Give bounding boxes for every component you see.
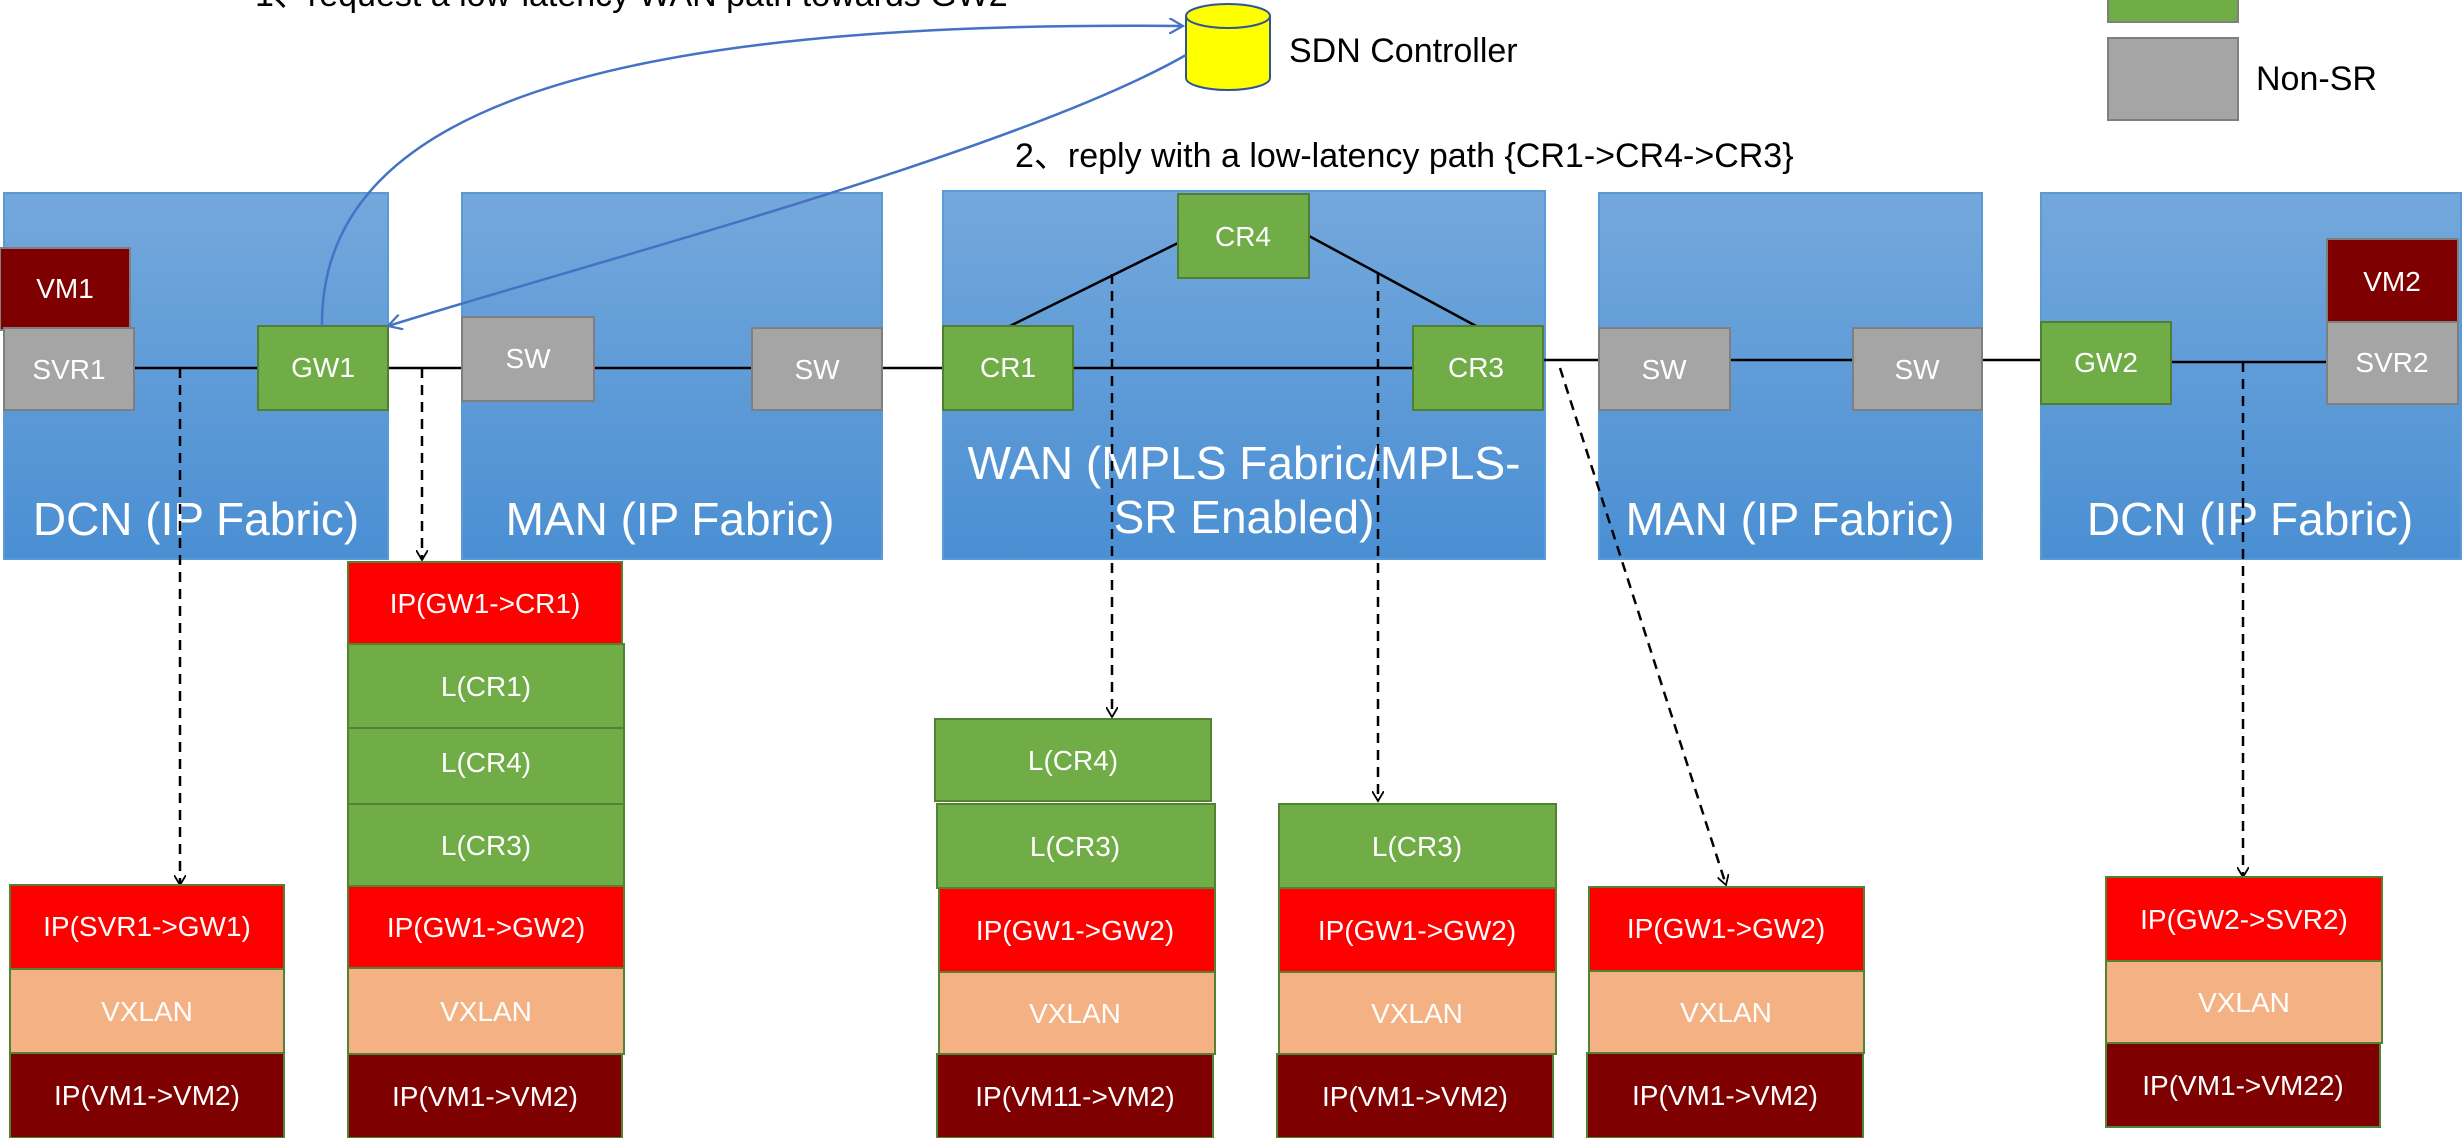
domain-label-dcn-left: DCN (IP Fabric) <box>33 493 359 545</box>
stack-layer: IP(GW1->GW2) <box>387 912 585 943</box>
node-svr1-label: SVR1 <box>32 354 105 385</box>
node-gw2: GW2 <box>2040 321 2172 405</box>
sdn-controller: SDN Controller <box>1185 3 1518 91</box>
request-annotation: 1、request a low-latency WAN path towards… <box>255 0 1008 14</box>
node-gw1: GW1 <box>257 325 389 411</box>
stack-layer: VXLAN <box>2198 987 2290 1018</box>
controller-label: SDN Controller <box>1289 32 1518 70</box>
stack-layer: VXLAN <box>1029 998 1121 1029</box>
packet-stack-3: L(CR4) L(CR3) IP(GW1->GW2) VXLAN IP(VM11… <box>934 718 1216 1138</box>
node-sw3: SW <box>1598 327 1731 411</box>
link-cr1-cr4 <box>1009 241 1179 328</box>
stack-layer: VXLAN <box>440 996 532 1027</box>
stack-layer: IP(VM1->VM2) <box>392 1081 578 1112</box>
node-cr1: CR1 <box>942 325 1074 411</box>
domain-label-man-right: MAN (IP Fabric) <box>1626 493 1955 545</box>
stack-layer: IP(VM11->VM2) <box>975 1081 1174 1112</box>
node-svr2-label: SVR2 <box>2355 347 2428 378</box>
node-svr1: SVR1 <box>3 327 135 411</box>
legend-sr-swatch <box>2107 0 2239 23</box>
legend-non-sr-label: Non-SR <box>2256 60 2377 98</box>
stack-layer: IP(GW2->SVR2) <box>2140 904 2348 935</box>
stack-layer: L(CR3) <box>1030 831 1120 862</box>
node-vm2-label: VM2 <box>2363 266 2421 297</box>
stack-layer: L(CR3) <box>1372 831 1462 862</box>
stack-layer: VXLAN <box>1680 997 1772 1028</box>
domain-label-dcn-right: DCN (IP Fabric) <box>2087 493 2413 545</box>
node-vm1: VM1 <box>0 247 131 331</box>
stack-layer: IP(GW1->GW2) <box>1627 913 1825 944</box>
node-cr4-label: CR4 <box>1215 221 1271 252</box>
stack-layer: IP(GW1->GW2) <box>1318 915 1516 946</box>
domain-label-wan-line2: SR Enabled) <box>1114 491 1375 543</box>
node-cr3-label: CR3 <box>1448 352 1504 383</box>
node-cr4: CR4 <box>1177 193 1310 279</box>
node-sw3-label: SW <box>1641 354 1687 385</box>
legend-non-sr-swatch <box>2107 37 2239 121</box>
domain-label-man-left: MAN (IP Fabric) <box>506 493 835 545</box>
domain-label-wan-line1: WAN (MPLS Fabric/MPLS- <box>968 437 1521 489</box>
stack-layer: IP(GW1->GW2) <box>976 915 1174 946</box>
legend: Non-SR <box>2107 0 2377 121</box>
pointer-stack5 <box>1558 367 1726 885</box>
stack-layer: L(CR4) <box>1028 745 1118 776</box>
stack-layer: IP(VM1->VM2) <box>1632 1080 1818 1111</box>
node-gw1-label: GW1 <box>291 352 355 383</box>
links <box>134 234 2327 370</box>
node-sw1: SW <box>461 316 595 402</box>
stack-layer: IP(VM1->VM22) <box>2142 1070 2344 1101</box>
packet-pointers <box>180 274 2243 885</box>
node-sw2-label: SW <box>794 354 840 385</box>
stack-layer: IP(VM1->VM2) <box>54 1080 240 1111</box>
stack-layer: IP(GW1->CR1) <box>390 588 581 619</box>
node-cr1-label: CR1 <box>980 352 1036 383</box>
node-sw4-label: SW <box>1894 354 1940 385</box>
database-icon <box>1185 3 1271 29</box>
packet-stack-4: L(CR3) IP(GW1->GW2) VXLAN IP(VM1->VM2) <box>1276 803 1557 1138</box>
node-sw4: SW <box>1852 327 1983 411</box>
stack-layer: IP(VM1->VM2) <box>1322 1081 1508 1112</box>
node-vm2: VM2 <box>2326 238 2459 324</box>
packet-stack-6: IP(GW2->SVR2) VXLAN IP(VM1->VM22) <box>2105 876 2383 1128</box>
node-cr3: CR3 <box>1412 325 1544 411</box>
link-cr4-cr3 <box>1308 234 1477 328</box>
stack-layer: L(CR1) <box>441 671 531 702</box>
packet-stack-5: IP(GW1->GW2) VXLAN IP(VM1->VM2) <box>1586 886 1865 1138</box>
packet-stack-1: IP(SVR1->GW1) VXLAN IP(VM1->VM2) <box>9 884 285 1138</box>
stack-layer: L(CR3) <box>441 830 531 861</box>
stack-layer: VXLAN <box>1371 998 1463 1029</box>
reply-arrow <box>388 53 1187 326</box>
request-arrow <box>320 26 1183 327</box>
stack-layer: IP(SVR1->GW1) <box>43 911 251 942</box>
packet-stack-2: IP(GW1->CR1) L(CR1) L(CR4) L(CR3) IP(GW1… <box>347 561 625 1138</box>
node-vm1-label: VM1 <box>36 273 94 304</box>
stack-layer: L(CR4) <box>441 747 531 778</box>
node-svr2: SVR2 <box>2326 321 2459 405</box>
stack-layer: VXLAN <box>101 996 193 1027</box>
node-sw2: SW <box>751 327 883 411</box>
node-sw1-label: SW <box>505 343 551 374</box>
node-gw2-label: GW2 <box>2074 347 2138 378</box>
reply-annotation: 2、reply with a low-latency path {CR1->CR… <box>1015 137 1794 175</box>
